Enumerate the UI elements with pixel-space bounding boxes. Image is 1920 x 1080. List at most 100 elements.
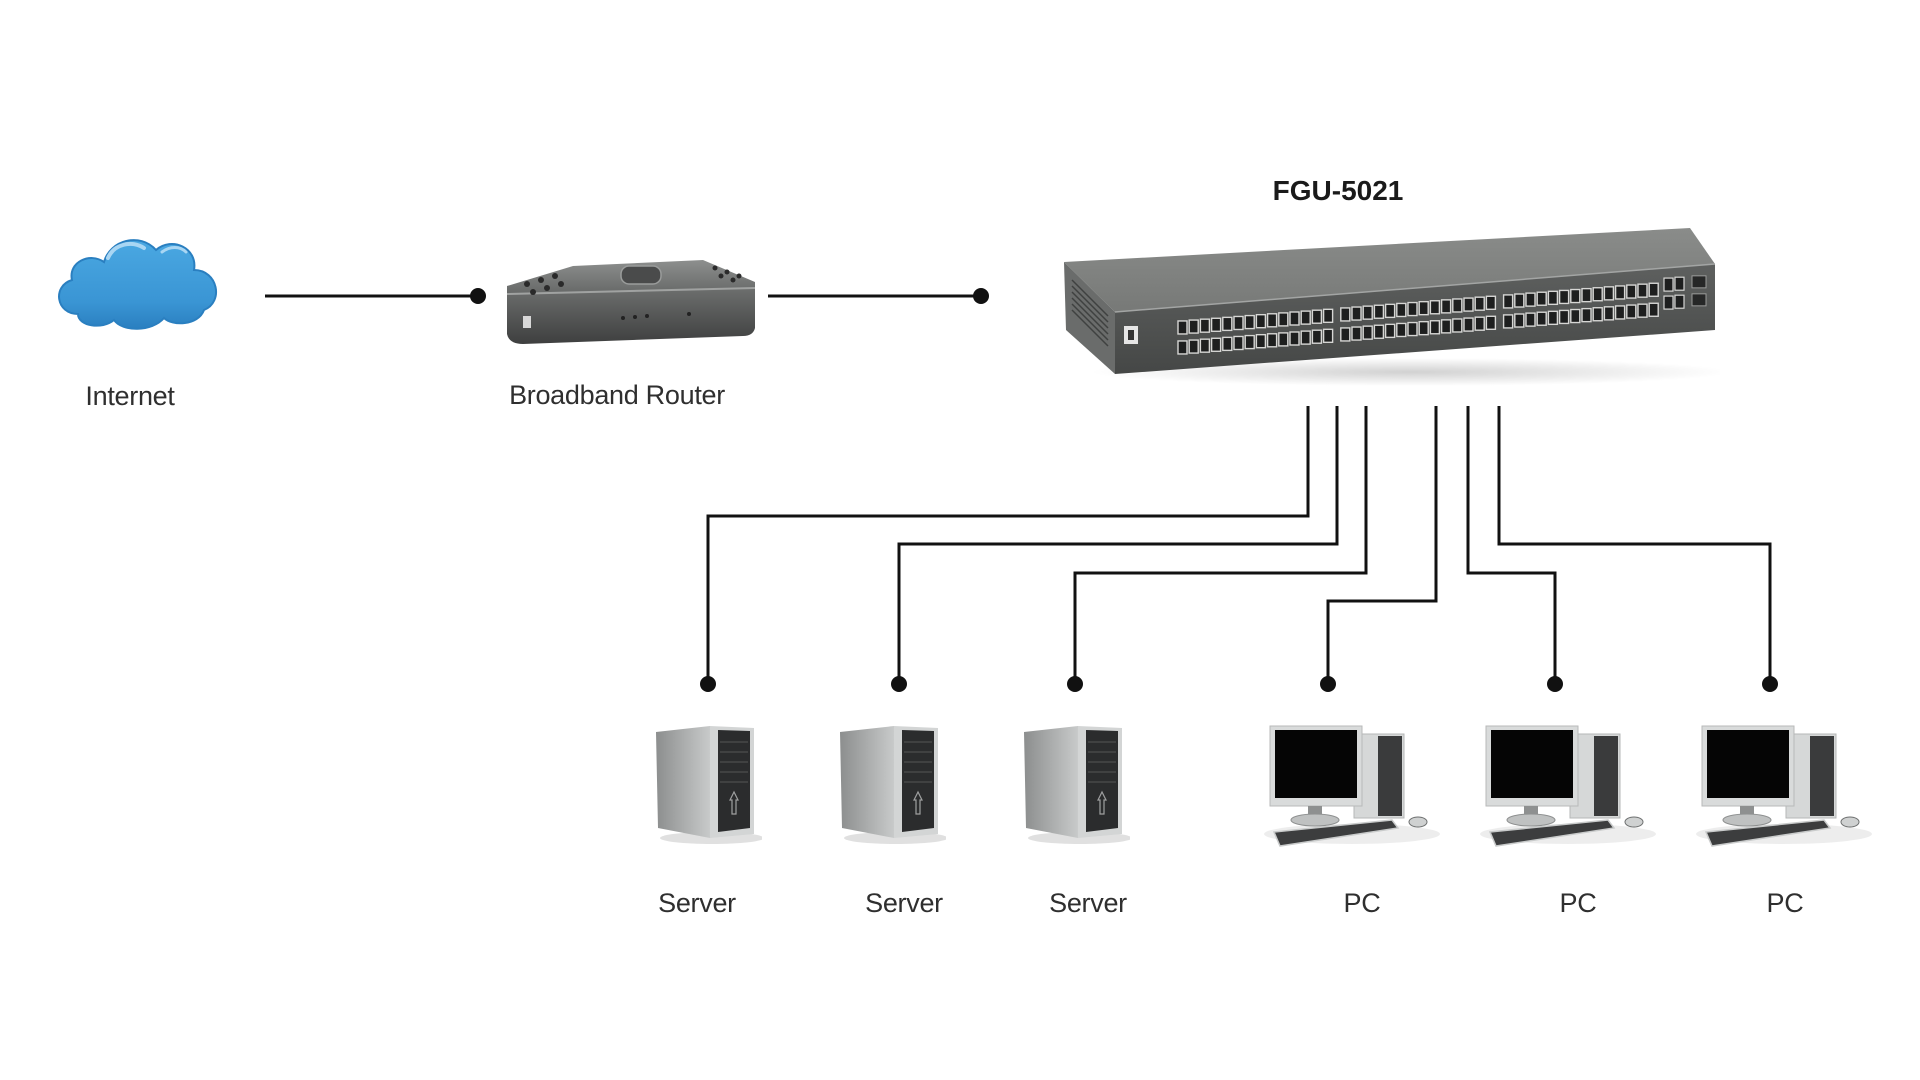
switch-port	[1525, 292, 1536, 307]
switch-port	[1266, 333, 1278, 348]
switch-port	[1637, 303, 1648, 318]
switch-uplink-port	[1663, 277, 1674, 292]
link-switch-server1	[706, 406, 1310, 683]
switch-port	[1536, 291, 1547, 306]
switch-port	[1322, 328, 1334, 344]
connector-dot	[1762, 676, 1778, 692]
node-internet	[48, 222, 228, 334]
switch-uplink-port	[1674, 294, 1685, 309]
node-switch	[1050, 222, 1730, 390]
switch-port	[1474, 316, 1485, 331]
pc-label: PC	[1559, 888, 1597, 918]
link-switch-pc2	[1466, 406, 1557, 683]
switch-port	[1300, 330, 1311, 345]
switch-port	[1581, 287, 1592, 303]
switch-port	[1222, 316, 1233, 332]
node-pc-3	[1694, 724, 1884, 864]
switch-port	[1592, 307, 1603, 322]
server-label: Server	[658, 888, 736, 918]
switch-port	[1362, 305, 1373, 320]
switch-port	[1222, 336, 1233, 352]
switch-port	[1199, 318, 1211, 333]
switch-port	[1502, 314, 1514, 329]
cloud-icon	[58, 239, 217, 330]
switch-port	[1626, 284, 1637, 299]
switch-port	[1485, 315, 1497, 330]
switch-sfp-slot	[1691, 293, 1707, 307]
connector-dot	[1067, 676, 1083, 692]
switch-port	[1525, 312, 1536, 327]
switch-port	[1502, 294, 1514, 309]
switch-model-title: FGU-5021	[1272, 175, 1404, 206]
server-tower-icon	[840, 726, 948, 844]
switch-port	[1311, 309, 1323, 324]
switch-port	[1233, 335, 1244, 351]
pc-label: PC	[1766, 888, 1804, 918]
switch-port	[1244, 334, 1255, 350]
switch-uplink-port	[1663, 295, 1674, 310]
switch-port	[1278, 332, 1289, 347]
link-switch-server2	[897, 406, 1339, 683]
connector-dot	[891, 676, 907, 692]
switch-sfp-slot	[1691, 275, 1707, 289]
server-tower-icon	[656, 726, 764, 844]
node-pc-2	[1478, 724, 1668, 864]
switch-port	[1592, 287, 1603, 302]
switch-port	[1547, 290, 1559, 306]
switch-port	[1407, 301, 1418, 317]
switch-port	[1429, 320, 1441, 335]
connector-dot	[1320, 676, 1336, 692]
switch-port	[1289, 311, 1300, 326]
switch-port	[1407, 321, 1418, 337]
pc-label: PC	[1343, 888, 1381, 918]
switch-port	[1373, 304, 1385, 319]
connector-dot	[470, 288, 486, 304]
switch-port	[1429, 300, 1441, 315]
switch-port	[1384, 323, 1396, 339]
link-switch-pc1	[1326, 406, 1438, 683]
switch-port	[1614, 285, 1626, 300]
switch-port	[1278, 312, 1289, 327]
switch-port	[1514, 313, 1525, 328]
desktop-pc-icon	[1696, 725, 1872, 847]
switch-port	[1210, 317, 1222, 332]
switch-port	[1603, 306, 1615, 321]
switch-port	[1351, 326, 1362, 341]
switch-port	[1177, 340, 1188, 355]
desktop-pc-icon	[1264, 725, 1440, 847]
switch-port	[1558, 289, 1570, 305]
node-server-2	[836, 722, 948, 844]
switch-port	[1255, 313, 1267, 329]
switch-port	[1188, 339, 1199, 354]
switch-port	[1547, 310, 1559, 326]
switch-port	[1418, 300, 1429, 316]
switch-port	[1440, 319, 1452, 334]
connector-dot	[973, 288, 989, 304]
switch-port	[1570, 308, 1581, 324]
switch-port	[1199, 338, 1211, 353]
switch-port	[1485, 295, 1497, 310]
switch-port	[1637, 283, 1648, 298]
router-label: Broadband Router	[509, 380, 725, 410]
switch-icon	[1064, 228, 1730, 386]
switch-port	[1233, 315, 1244, 331]
switch-port	[1177, 320, 1188, 335]
switch-port	[1558, 309, 1570, 325]
node-server-1	[652, 722, 764, 844]
switch-port	[1474, 296, 1485, 311]
switch-port	[1648, 282, 1659, 297]
node-server-3	[1020, 722, 1132, 844]
switch-uplink-port	[1674, 276, 1685, 291]
switch-port	[1340, 327, 1351, 342]
switch-port	[1384, 303, 1396, 319]
switch-port	[1351, 306, 1362, 321]
switch-port	[1188, 319, 1199, 334]
server-label: Server	[865, 888, 943, 918]
switch-port	[1452, 318, 1463, 333]
server-tower-icon	[1024, 726, 1132, 844]
connector-dot	[700, 676, 716, 692]
desktop-pc-icon	[1480, 725, 1656, 847]
router-icon	[506, 260, 756, 344]
switch-port	[1396, 302, 1407, 318]
